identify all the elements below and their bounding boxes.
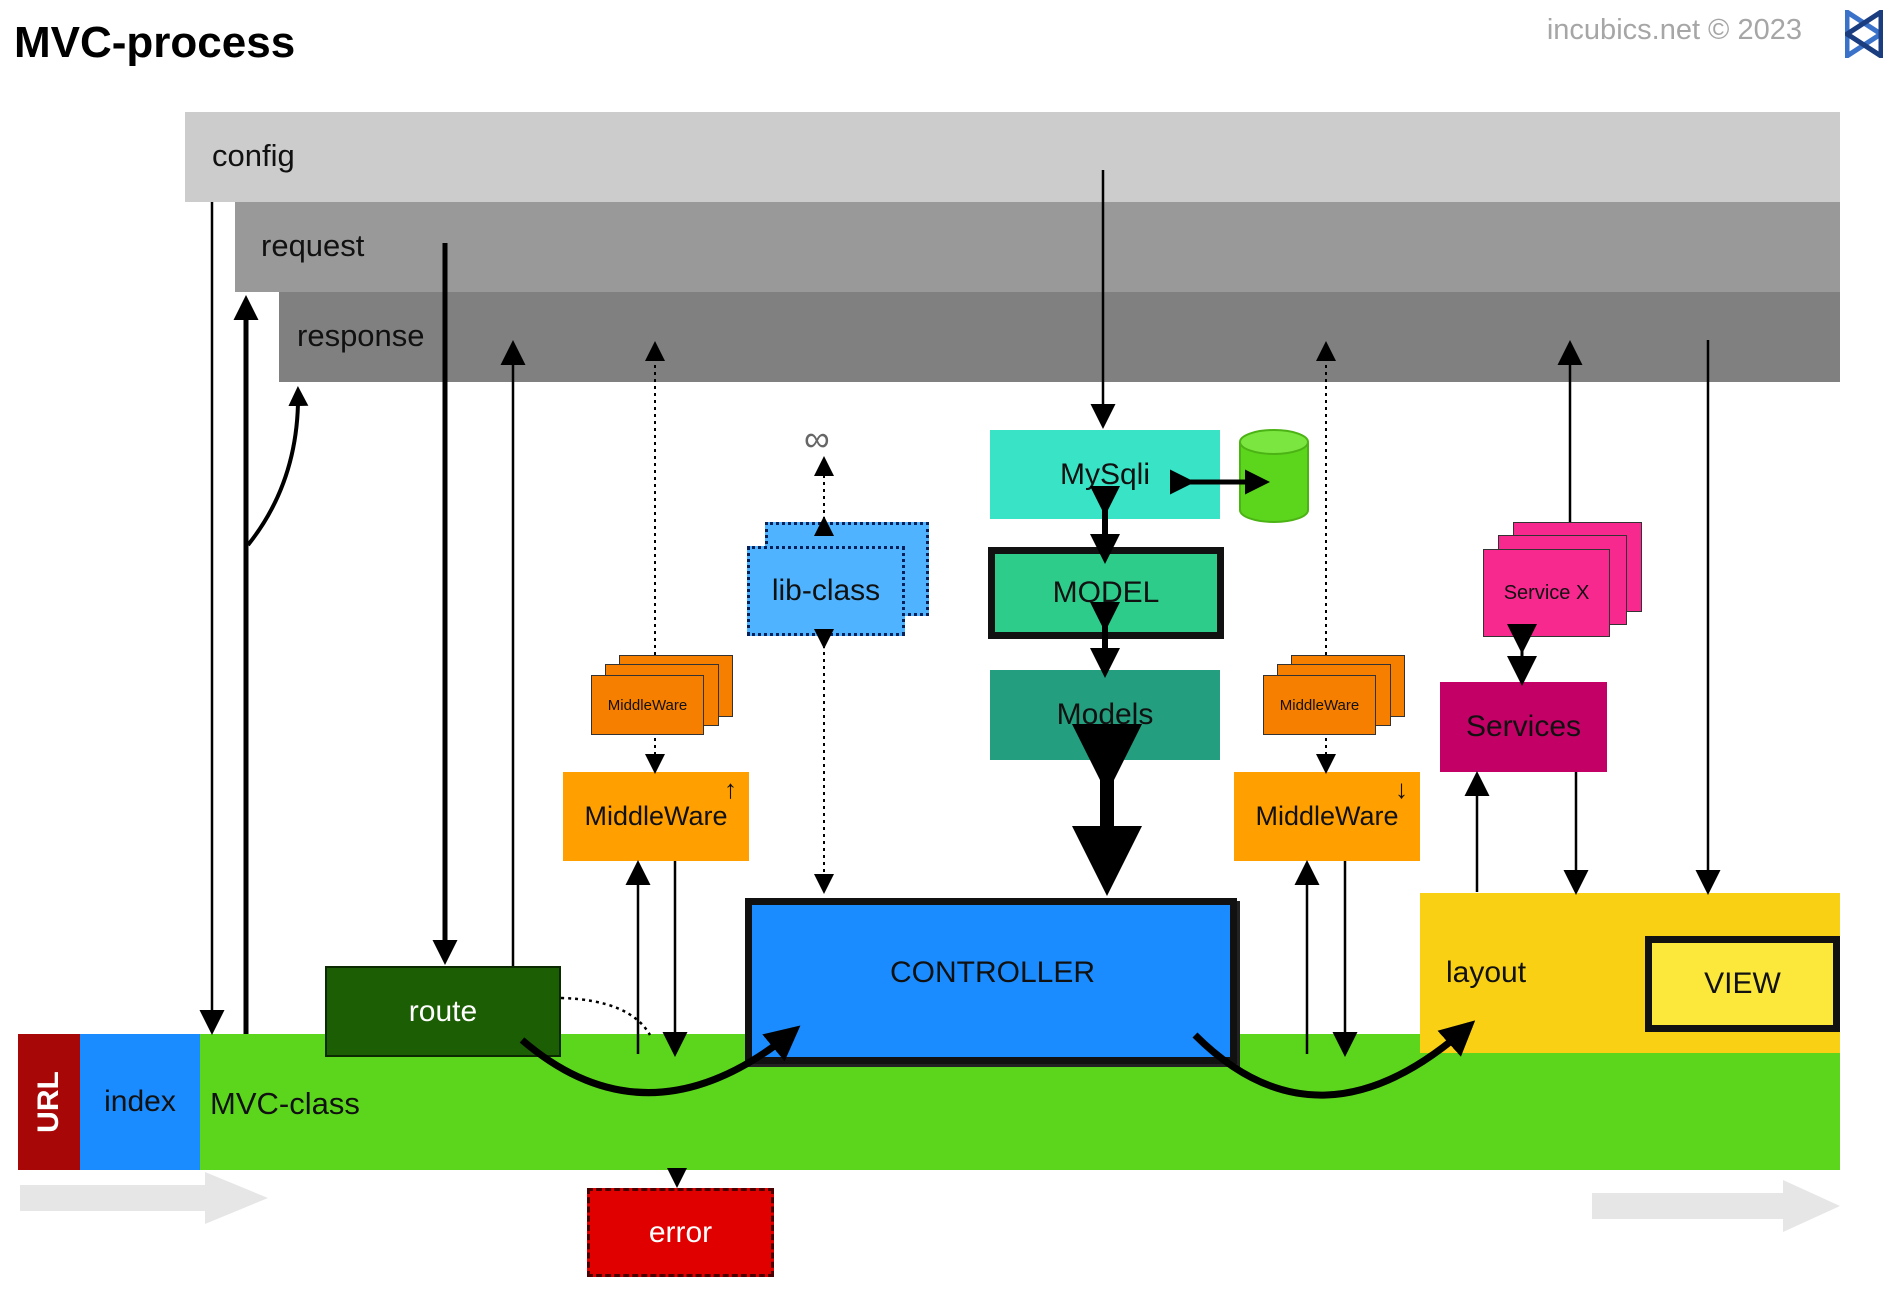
- lib-class-box: lib-class: [747, 546, 905, 636]
- middleware-stack-left: MiddleWare: [591, 655, 733, 739]
- service-x-label: Service X: [1503, 581, 1590, 604]
- middleware-small-label: MiddleWare: [1279, 696, 1360, 714]
- middleware-in-box: MiddleWare ↑: [563, 772, 749, 861]
- index-label: index: [104, 1085, 176, 1118]
- services-box: Services: [1440, 682, 1607, 772]
- lib-class-label: lib-class: [771, 574, 881, 607]
- request-label: request: [261, 228, 365, 263]
- response-bar: response: [279, 292, 1840, 382]
- error-box: error: [587, 1188, 774, 1277]
- incubics-logo-icon: [1842, 7, 1886, 61]
- mysqli-label: MySqli: [1059, 457, 1150, 491]
- middleware-out-box: MiddleWare ↓: [1234, 772, 1420, 861]
- page-title: MVC-process: [14, 18, 296, 67]
- request-bar: request: [235, 202, 1840, 292]
- mvc-class-label: MVC-class: [210, 1086, 360, 1121]
- route-label: route: [408, 994, 478, 1028]
- middleware-in-arrow: ↑: [724, 774, 737, 804]
- database-icon: [1238, 428, 1310, 524]
- middleware-stack-right: MiddleWare: [1263, 655, 1405, 739]
- copyright: incubics.net © 2023: [1546, 14, 1802, 46]
- infinity-symbol: ∞: [804, 418, 830, 459]
- service-x-stack: Service X: [1483, 522, 1643, 640]
- middleware-small-right: MiddleWare: [1263, 675, 1376, 735]
- index-box: index: [80, 1034, 200, 1170]
- url-box: URL: [18, 1034, 80, 1170]
- view-label: VIEW: [1704, 967, 1781, 1000]
- services-label: Services: [1465, 710, 1582, 743]
- controller-label: CONTROLLER: [890, 956, 1096, 989]
- middleware-small-label: MiddleWare: [607, 696, 688, 714]
- lib-class-stack: lib-class: [747, 522, 929, 640]
- middleware-small-left: MiddleWare: [591, 675, 704, 735]
- middleware-out-arrow: ↓: [1395, 774, 1408, 804]
- service-x-box: Service X: [1483, 549, 1610, 637]
- config-bar: config: [185, 112, 1840, 202]
- controller-box: CONTROLLER: [745, 898, 1237, 1064]
- middleware-in-label: MiddleWare: [584, 801, 728, 831]
- response-label: response: [297, 318, 425, 353]
- layout-label: layout: [1446, 956, 1527, 989]
- middleware-out-label: MiddleWare: [1255, 801, 1399, 831]
- config-label: config: [212, 138, 295, 173]
- error-label: error: [648, 1215, 713, 1249]
- view-box: VIEW: [1645, 936, 1840, 1032]
